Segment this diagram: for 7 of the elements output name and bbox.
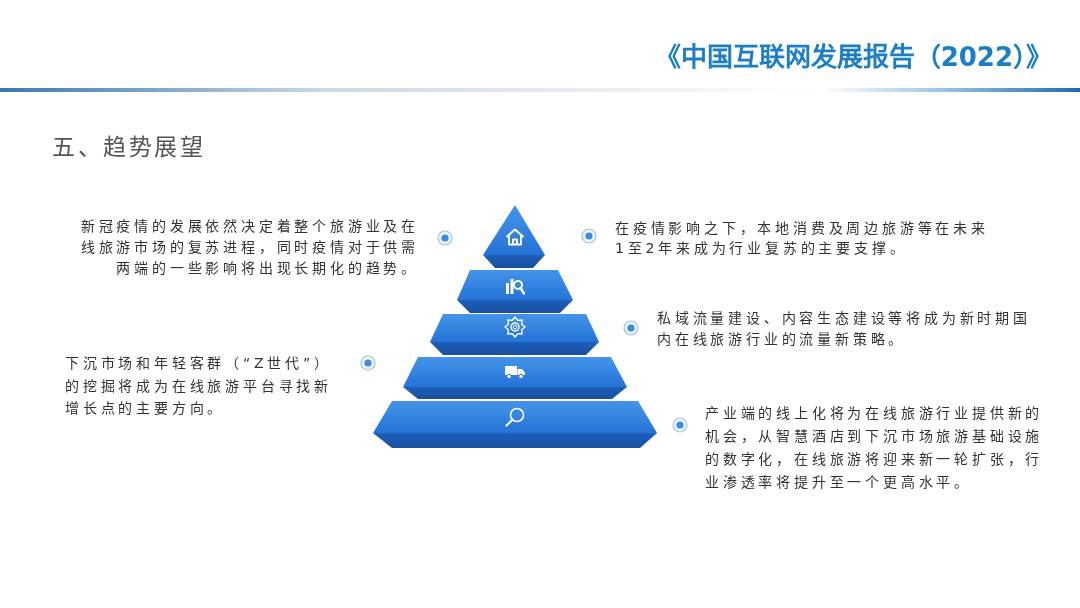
- report-title: 《中国互联网发展报告（2022）》: [654, 41, 1052, 73]
- trend-paragraph: 在疫情影响之下，本地消费及周边旅游等在未来1至2年来成为行业复苏的主要支撑。: [615, 219, 990, 258]
- trend-paragraph: 产业端的线上化将为在线旅游行业提供新的机会，从智慧酒店到下沉市场旅游基础设施的数字化，在线旅游将迎来新一轮扩张，行业渗透率将提升至一个更高水平。: [705, 404, 1045, 492]
- trend-paragraph: 新冠疫情的发展依然决定着整个旅游业及在线旅游市场的复苏进程，同时疫情对于供需两端的一些影响将出现长期化的趋势。: [79, 217, 419, 278]
- section-heading: 五、趋势展望: [52, 133, 205, 162]
- trend-paragraph: 下沉市场和年轻客群（“Z世代”）的挖掘将成为在线旅游平台寻找新增长点的主要方向。: [65, 354, 333, 418]
- trend-paragraph: 私域流量建设、内容生态建设等将成为新时期国内在线旅游行业的流量新策略。: [657, 309, 1032, 349]
